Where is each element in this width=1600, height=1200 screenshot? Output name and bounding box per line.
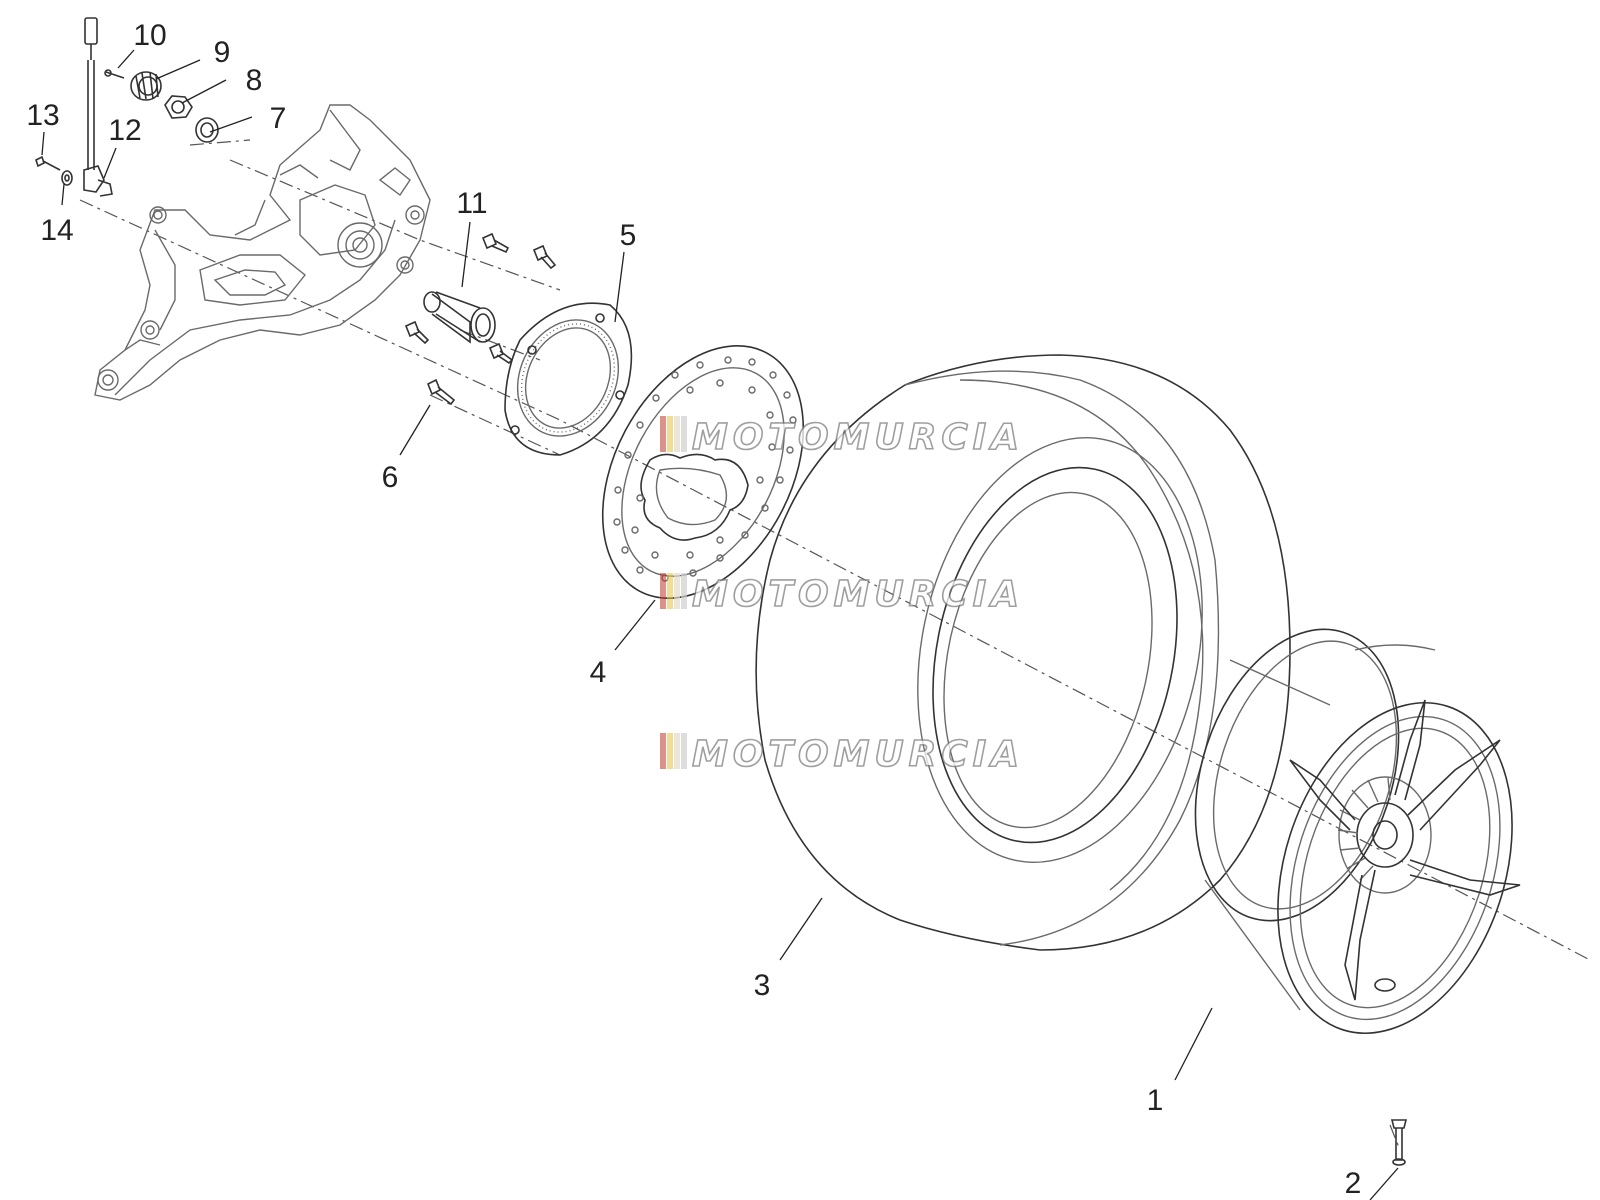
watermark-3: MOTOMURCIA (660, 733, 1024, 776)
callout-3: 3 (754, 969, 771, 1002)
valve-2 (1390, 1119, 1408, 1166)
callout-2: 2 (1345, 1167, 1362, 1200)
callout-13: 13 (26, 99, 59, 132)
swingarm (94, 104, 431, 401)
wheel-hub (1337, 776, 1432, 894)
disc-holes (613, 356, 797, 582)
nut-8 (164, 95, 193, 119)
bearing-7 (195, 117, 219, 143)
callout-4: 4 (590, 656, 607, 689)
watermark-2: MOTOMURCIA (660, 573, 1024, 616)
bolt-b (532, 244, 557, 270)
callout-12: 12 (108, 114, 141, 147)
watermark-text-1: MOTOMURCIA (692, 417, 1024, 458)
callout-1: 1 (1147, 1084, 1164, 1117)
washer-14 (61, 170, 73, 186)
abs-sensor-with-cable (83, 17, 113, 197)
watermark-1: MOTOMURCIA (660, 416, 1024, 459)
screw-13 (35, 155, 61, 171)
tyre-3 (755, 354, 1291, 951)
brake-disc-4 (601, 345, 805, 599)
bolt-a (481, 232, 510, 254)
watermark-text-3: MOTOMURCIA (692, 734, 1024, 775)
spacer-11 (423, 291, 496, 344)
bolt-6 (426, 378, 456, 406)
callout-labels: 1 2 3 4 5 6 7 8 9 10 11 12 13 14 (26, 19, 1361, 1200)
callout-8: 8 (246, 64, 263, 97)
callout-11: 11 (456, 187, 487, 220)
callout-14: 14 (40, 214, 73, 247)
pin-10 (104, 69, 125, 79)
tone-wheel-9 (130, 71, 162, 101)
bolts (404, 232, 557, 406)
abs-tone-ring-5 (504, 302, 633, 456)
watermark-text-2: MOTOMURCIA (692, 574, 1024, 615)
callout-6: 6 (382, 461, 399, 494)
assembly-axes (79, 139, 1591, 1151)
callout-10: 10 (133, 19, 166, 52)
wheel-rim-1 (1194, 628, 1521, 1035)
bolt-d (488, 342, 514, 365)
leader-lines (41, 49, 1399, 1200)
small-parts (35, 69, 219, 186)
callout-5: 5 (620, 219, 637, 252)
bolt-c (404, 320, 430, 345)
callout-9: 9 (214, 36, 231, 69)
wheel-spokes (1289, 699, 1521, 1001)
callout-7: 7 (270, 102, 287, 135)
